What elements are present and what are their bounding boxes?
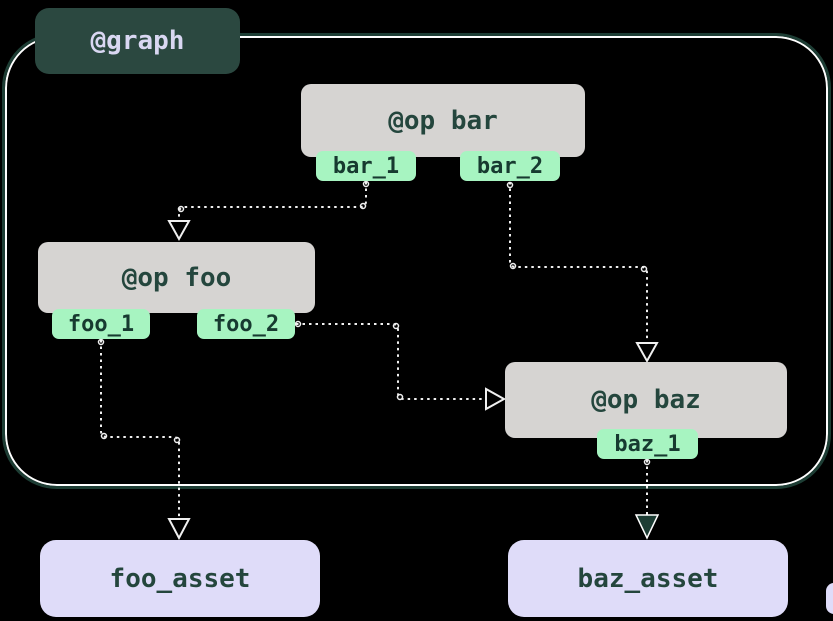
op-node-foo: @op foo [38,242,315,313]
bend-ring [643,458,651,466]
edge-foo_1-to-foo_asset [100,340,180,519]
output-tag-baz_1: baz_1 [597,429,698,459]
edge-foo_2-to-baz [296,323,486,400]
bend-ring [294,320,302,328]
output-tag-foo_2: foo_2 [197,309,295,339]
output-tag-bar_2: bar_2 [460,151,560,181]
bend-ring [509,262,517,270]
edge-bar_1-to-foo [178,182,367,221]
bend-ring [173,436,181,444]
bend-ring [396,393,404,401]
bend-ring [97,338,105,346]
arrowhead-baz_asset [634,514,660,540]
bend-ring [506,181,514,189]
graph-label-badge: @graph [35,8,240,74]
bend-ring [359,202,367,210]
edge-bar_2-to-baz [509,182,648,343]
bend-ring [362,180,370,188]
bend-ring [640,265,648,273]
bend-ring [100,432,108,440]
asset-node-baz_asset: baz_asset [508,540,788,617]
op-node-bar: @op bar [301,84,585,157]
output-tag-bar_1: bar_1 [316,151,416,181]
bend-ring [177,205,185,213]
asset-node-foo_asset: foo_asset [40,540,320,617]
output-tag-foo_1: foo_1 [52,309,150,339]
cropped-node-sliver [826,583,833,614]
arrowhead-baz-top [635,342,659,364]
arrowhead-foo_asset [167,518,191,541]
graph-boundary [2,33,831,489]
arrowhead-baz-left [485,387,507,411]
arrowhead-foo [167,220,191,242]
op-node-baz: @op baz [505,362,787,438]
bend-ring [392,322,400,330]
